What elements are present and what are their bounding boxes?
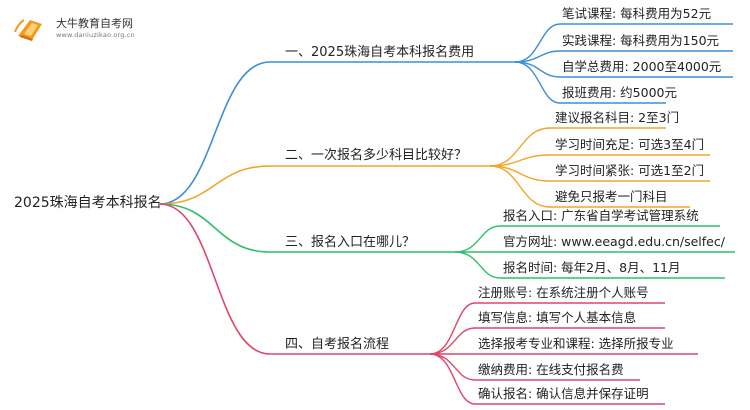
logo-url: www.daniuzikao.org.cn — [56, 31, 135, 39]
leaf-class-fee: 报班费用: 约5000元 — [562, 85, 677, 100]
leaf-avoid-single: 避免只报考一门科目 — [555, 189, 668, 204]
leaf-select-major: 选择报考专业和课程: 选择所报专业 — [478, 336, 674, 351]
leaf-practice-course-fee: 实践课程: 每科费用为150元 — [562, 33, 720, 48]
leaf-self-study-total: 自学总费用: 2000至4000元 — [562, 59, 722, 74]
leaf-fill-info: 填写信息: 填写个人基本信息 — [478, 310, 637, 325]
leaf-entry-system: 报名入口: 广东省自学考试管理系统 — [503, 208, 699, 223]
leaf-written-course-fee: 笔试课程: 每科费用为52元 — [562, 6, 712, 21]
leaf-ample-time: 学习时间充足: 可选3至4门 — [555, 137, 705, 152]
leaf-official-url: 官方网址: www.eeagd.edu.cn/selfec/ — [503, 234, 725, 249]
book-logo-icon — [14, 19, 42, 41]
site-logo: 大牛教育自考网 www.daniuzikao.org.cn — [12, 12, 212, 48]
leaf-registration-time: 报名时间: 每年2月、8月、11月 — [503, 260, 681, 275]
connector-root-branch2 — [159, 165, 490, 205]
leaf-pay-fee: 缴纳费用: 在线支付报名费 — [478, 362, 624, 377]
connector-root-branch4 — [159, 203, 430, 355]
branch-process: 四、自考报名流程 — [285, 337, 390, 352]
leaf-register-account: 注册账号: 在系统注册个人账号 — [478, 285, 649, 300]
connector-root-branch3 — [159, 203, 455, 253]
branch-subject-count: 二、一次报名多少科目比较好？ — [285, 148, 468, 163]
leaf-suggested-subjects: 建议报名科目: 2至3门 — [555, 110, 680, 125]
mindmap-root: 2025珠海自考本科报名 — [14, 195, 162, 211]
leaf-tight-time: 学习时间紧张: 可选1至2门 — [555, 163, 705, 178]
branch-entry: 三、报名入口在哪儿？ — [285, 235, 416, 250]
leaf-confirm-registration: 确认报名: 确认信息并保存证明 — [478, 386, 649, 401]
branch-fees: 一、2025珠海自考本科报名费用 — [285, 45, 475, 60]
connector-root-branch1 — [159, 61, 515, 205]
logo-title: 大牛教育自考网 — [56, 17, 133, 30]
